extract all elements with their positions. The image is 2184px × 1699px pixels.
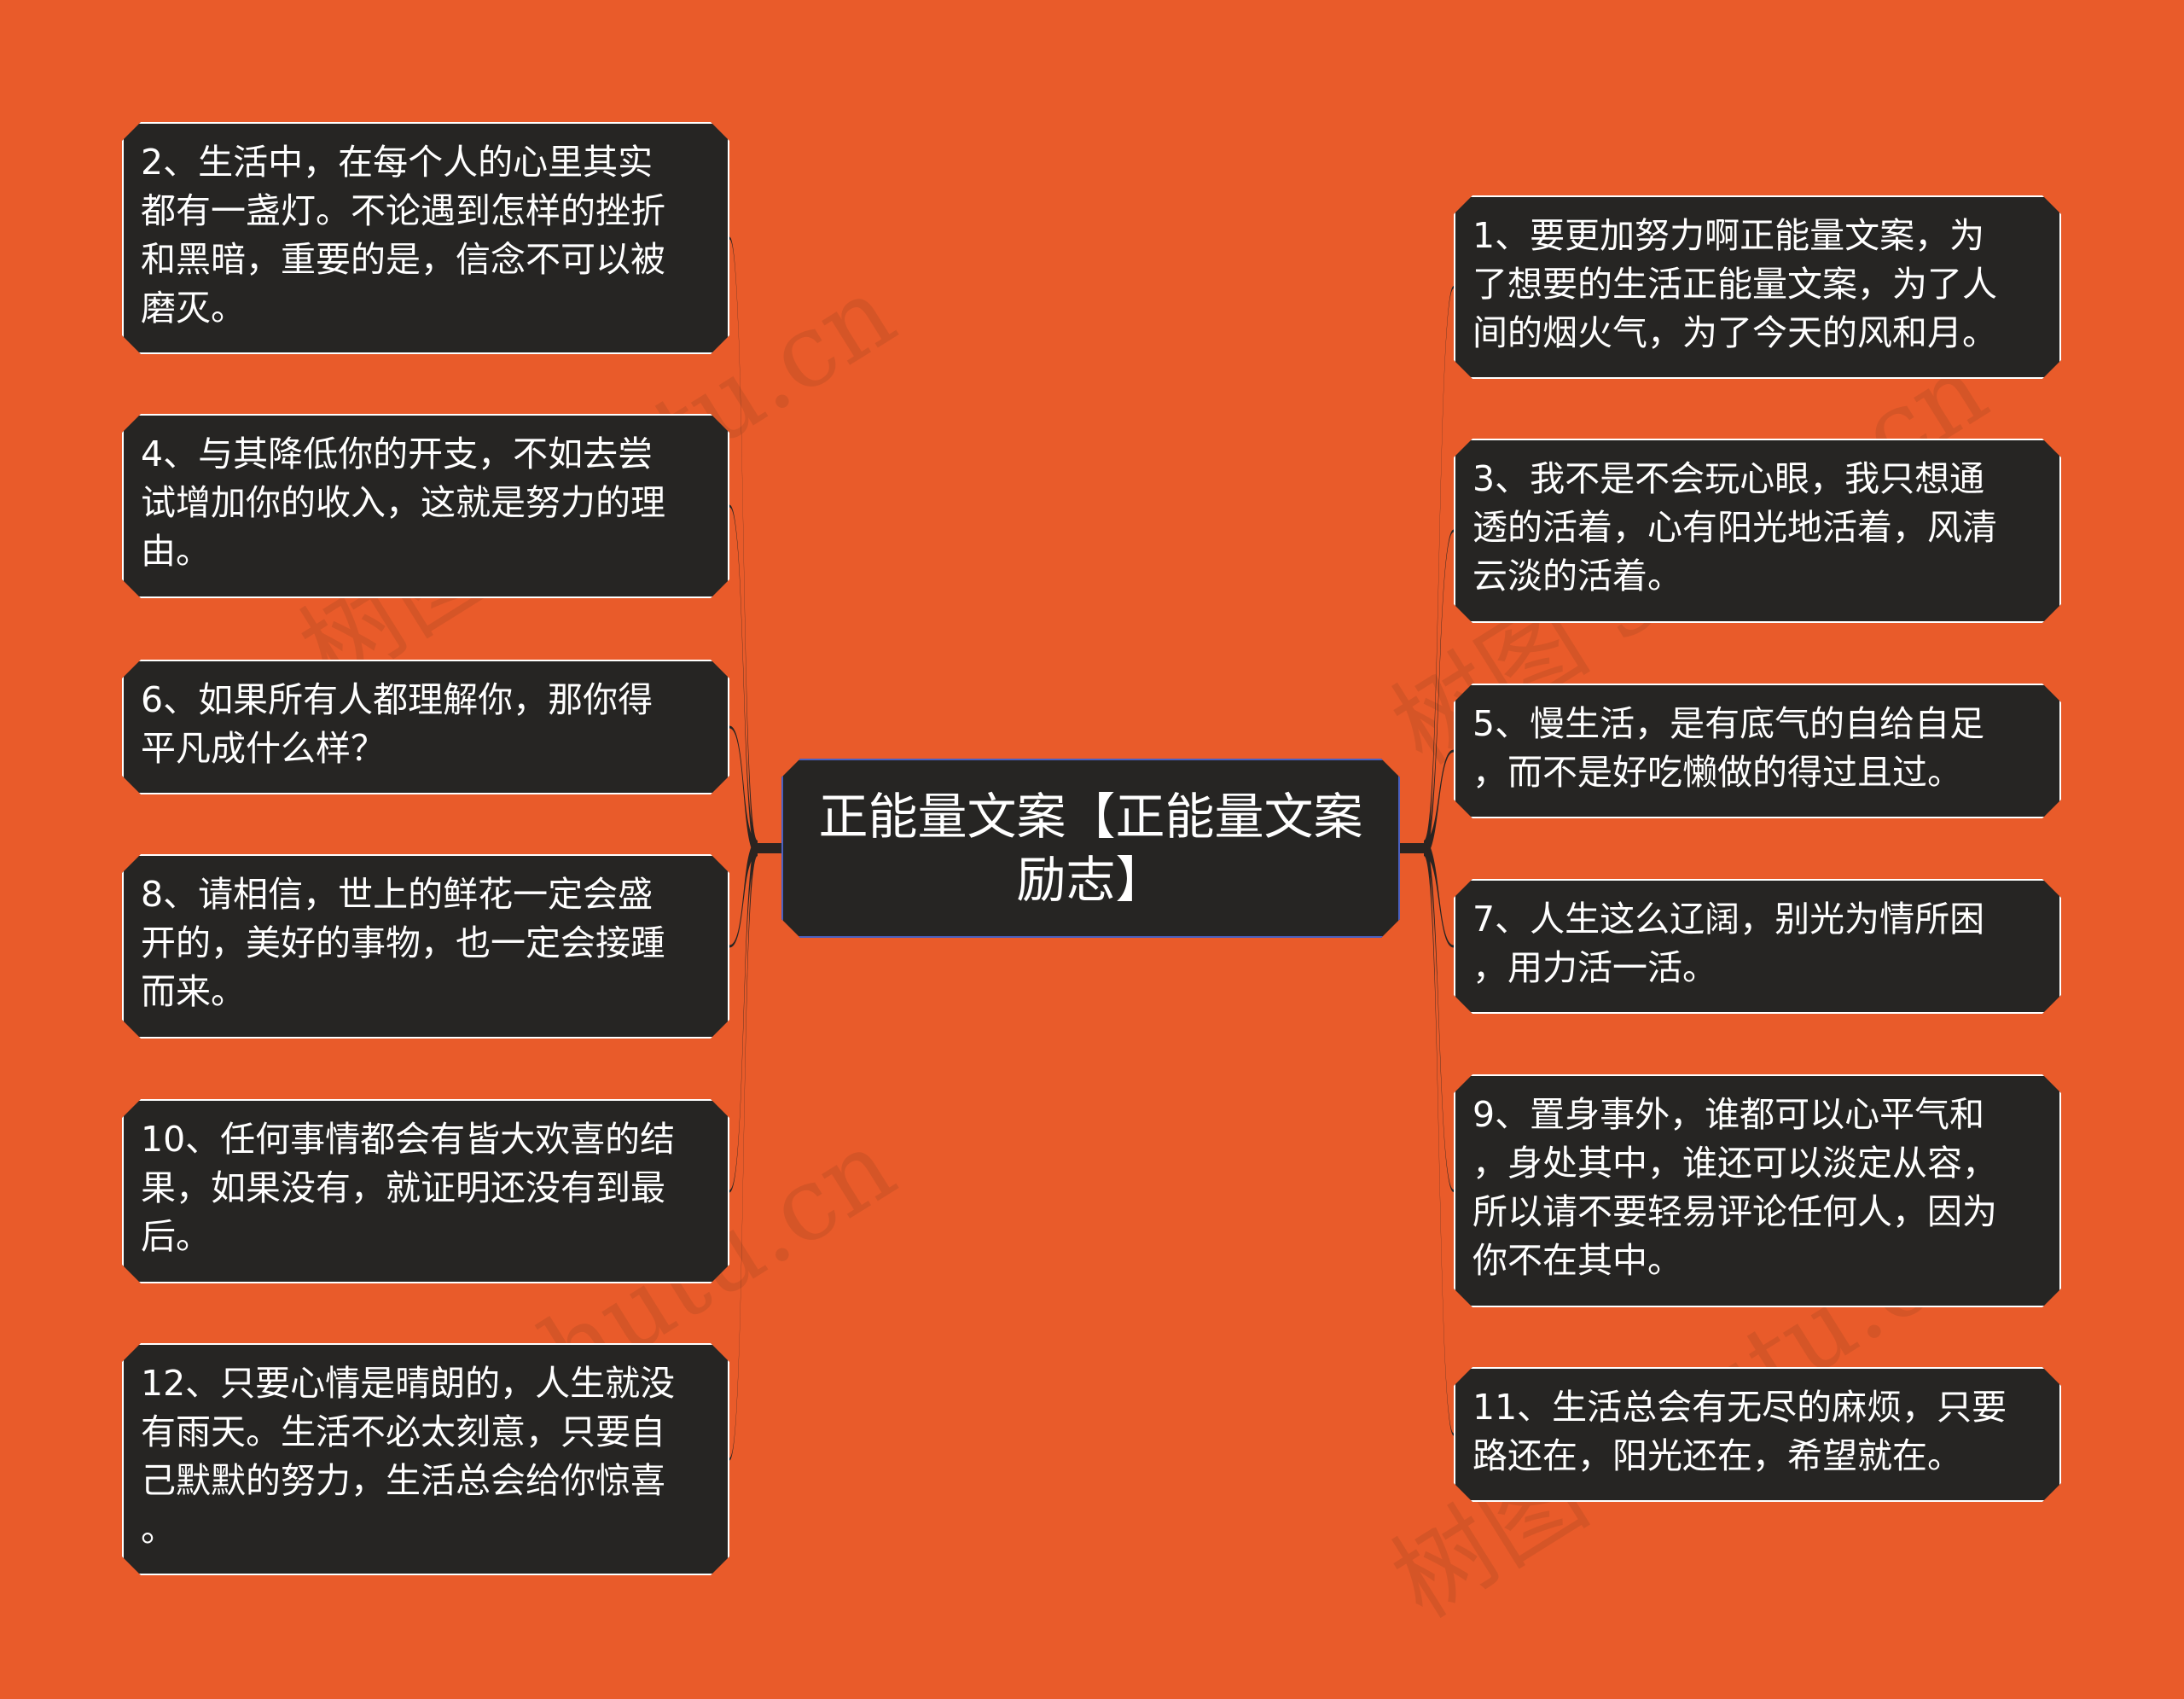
connector-line-left-2 — [729, 725, 758, 856]
branch-node-label: 2、生活中，在每个人的心里其实 都有一盏灯。不论遇到怎样的挫折 和黑暗，重要的是… — [141, 142, 665, 329]
branch-node-label: 10、任何事情都会有皆大欢喜的结 果，如果没有，就证明还没有到最 后。 — [141, 1119, 676, 1257]
connector-line-right-5 — [1424, 841, 1454, 1436]
branch-node-label: 9、置身事外，谁都可以心平气和 ，身处其中，谁还可以淡定从容， 所以请不要轻易评… — [1472, 1094, 1997, 1281]
branch-node-label: 8、请相信，世上的鲜花一定会盛 开的，美好的事物，也一定会接踵 而来。 — [141, 874, 665, 1012]
branch-node-label: 4、与其降低你的开支，不如去尝 试增加你的收入，这就是努力的理 由。 — [141, 433, 665, 572]
branch-node-3[interactable]: 3、我不是不会玩心眼，我只想通 透的活着，心有阳光地活着，风清 云淡的活着。 — [1454, 439, 2061, 623]
root-topic[interactable]: 正能量文案【正能量文案 励志】 — [781, 759, 1400, 938]
root-topic-label: 正能量文案【正能量文案 励志】 — [818, 788, 1363, 909]
branch-node-1[interactable]: 1、要更加努力啊正能量文案，为 了想要的生活正能量文案，为了人 间的烟火气，为了… — [1454, 195, 2061, 379]
branch-node-label: 3、我不是不会玩心眼，我只想通 透的活着，心有阳光地活着，风清 云淡的活着。 — [1472, 458, 1997, 596]
branch-node-label: 7、人生这么辽阔，别光为情所困 ，用力活一活。 — [1472, 899, 1985, 988]
branch-node-label: 11、生活总会有无尽的麻烦，只要 路还在，阳光还在，希望就在。 — [1472, 1387, 2007, 1476]
branch-node-4[interactable]: 4、与其降低你的开支，不如去尝 试增加你的收入，这就是努力的理 由。 — [122, 414, 729, 598]
branch-node-label: 1、要更加努力啊正能量文案，为 了想要的生活正能量文案，为了人 间的烟火气，为了… — [1472, 215, 1997, 353]
branch-node-11[interactable]: 11、生活总会有无尽的麻烦，只要 路还在，阳光还在，希望就在。 — [1454, 1367, 2061, 1502]
branch-node-10[interactable]: 10、任何事情都会有皆大欢喜的结 果，如果没有，就证明还没有到最 后。 — [122, 1099, 729, 1283]
branch-node-7[interactable]: 7、人生这么辽阔，别光为情所困 ，用力活一活。 — [1454, 879, 2061, 1014]
branch-node-2[interactable]: 2、生活中，在每个人的心里其实 都有一盏灯。不论遇到怎样的挫折 和黑暗，重要的是… — [122, 122, 729, 354]
connector-line-right-4 — [1424, 841, 1454, 1192]
branch-node-8[interactable]: 8、请相信，世上的鲜花一定会盛 开的，美好的事物，也一定会接踵 而来。 — [122, 854, 729, 1039]
connector-stub-right — [1400, 843, 1424, 853]
branch-node-label: 6、如果所有人都理解你，那你得 平凡成什么样？ — [141, 679, 653, 769]
branch-node-label: 12、只要心情是晴朗的，人生就没 有雨天。生活不必太刻意，只要自 己默默的努力，… — [141, 1363, 676, 1550]
branch-node-6[interactable]: 6、如果所有人都理解你，那你得 平凡成什么样？ — [122, 660, 729, 794]
connector-stub-left — [758, 843, 781, 853]
branch-node-12[interactable]: 12、只要心情是晴朗的，人生就没 有雨天。生活不必太刻意，只要自 己默默的努力，… — [122, 1343, 729, 1575]
connector-line-left-1 — [729, 504, 758, 856]
connector-line-left-3 — [729, 841, 758, 948]
branch-node-label: 5、慢生活，是有底气的自给自足 ，而不是好吃懒做的得过且过。 — [1472, 703, 1985, 793]
branch-node-5[interactable]: 5、慢生活，是有底气的自给自足 ，而不是好吃懒做的得过且过。 — [1454, 684, 2061, 818]
branch-node-9[interactable]: 9、置身事外，谁都可以心平气和 ，身处其中，谁还可以淡定从容， 所以请不要轻易评… — [1454, 1074, 2061, 1307]
connector-line-right-3 — [1424, 841, 1454, 948]
